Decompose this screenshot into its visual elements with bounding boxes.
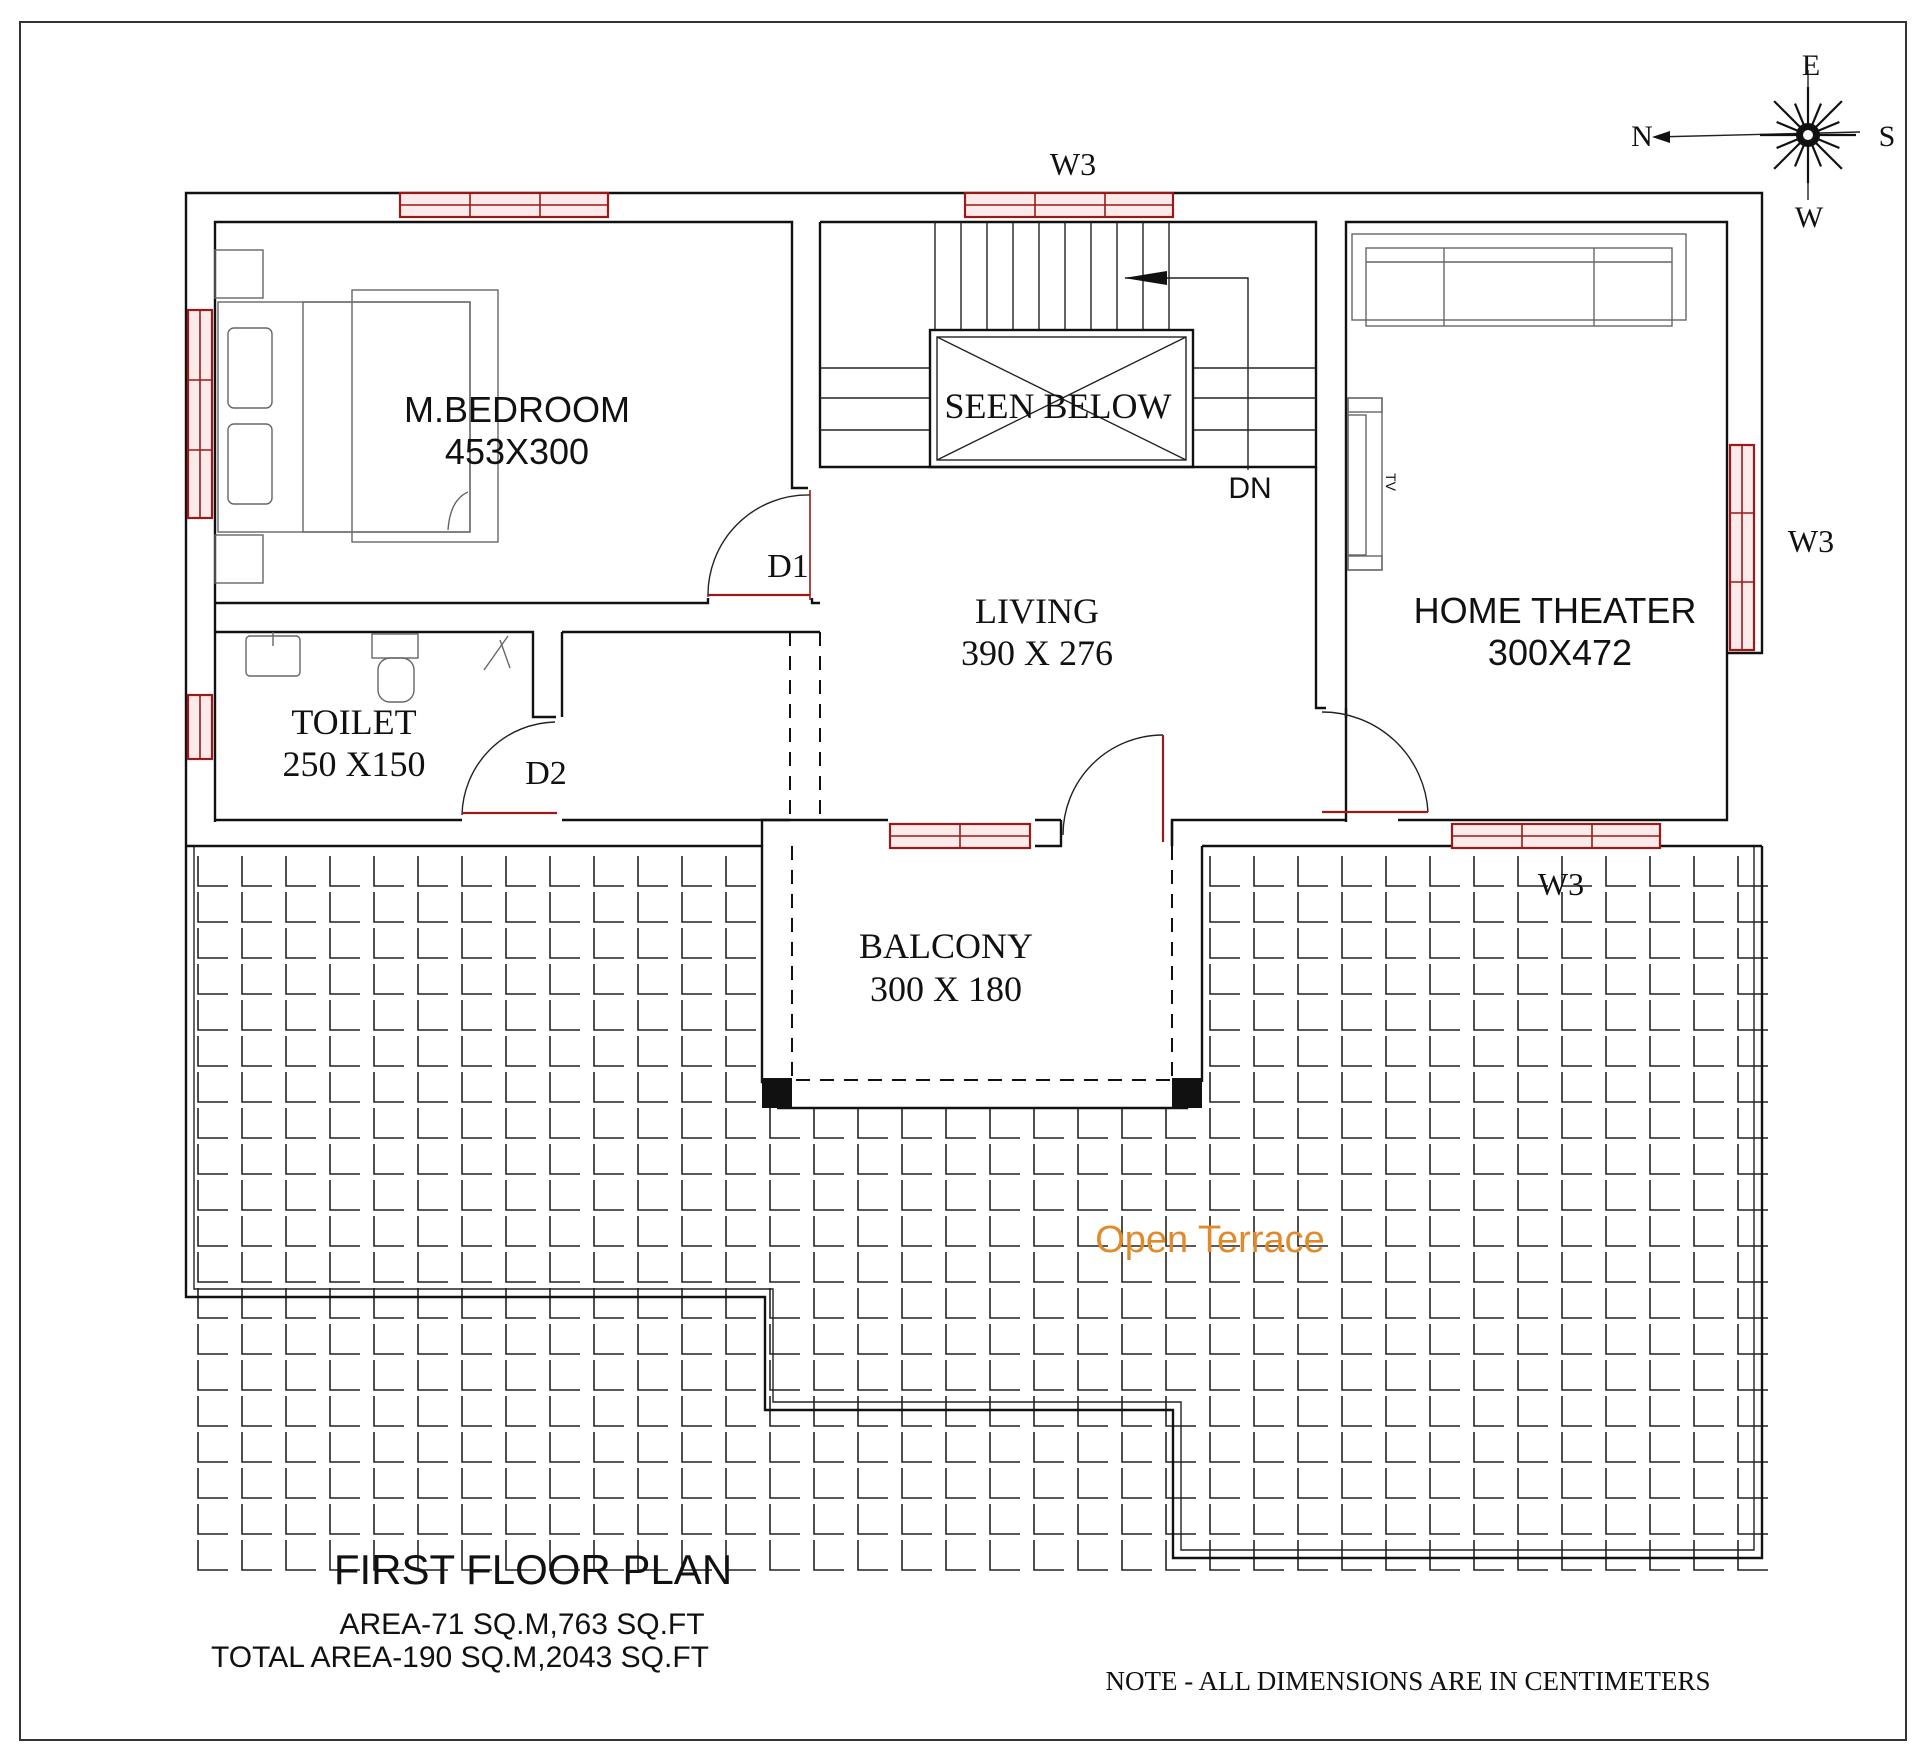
living-size: 390 X 276 [961, 633, 1113, 673]
compass-south-label: S [1879, 120, 1896, 153]
doors [461, 490, 1429, 842]
tv-label: TV [1383, 473, 1399, 492]
balcony-size: 300 X 180 [870, 969, 1022, 1009]
plan-title: FIRST FLOOR PLAN [334, 1546, 732, 1593]
toilet-name: TOILET [291, 702, 416, 742]
theater-furniture [1347, 233, 1687, 571]
staircase [820, 222, 1316, 470]
terrace-label: Open Terrace [1095, 1219, 1325, 1261]
stair-direction-label: DN [1228, 472, 1271, 505]
theater-size: 300X472 [1488, 632, 1632, 673]
window-label-w3-right: W3 [1788, 523, 1834, 559]
bedroom-size: 453X300 [445, 431, 589, 472]
compass-rose [1652, 70, 1861, 200]
outer-walls [184, 191, 1764, 846]
dimensions-note: NOTE - ALL DIMENSIONS ARE IN CENTIMETERS [1106, 1666, 1711, 1696]
compass-west-label: W [1795, 201, 1824, 234]
living-name: LIVING [975, 591, 1099, 631]
interior-walls [186, 598, 1762, 1110]
compass-north-label: N [1631, 120, 1653, 153]
terrace-tile-pattern [197, 856, 1768, 1571]
window-label-w3-bottom: W3 [1538, 866, 1584, 902]
toilet-size: 250 X150 [283, 744, 426, 784]
plan-total-area: TOTAL AREA-190 SQ.M,2043 SQ.FT [211, 1641, 709, 1674]
window-label-w3-top: W3 [1050, 146, 1096, 182]
bedroom-name: M.BEDROOM [404, 389, 630, 430]
stair-void-label: SEEN BELOW [945, 386, 1172, 426]
door-label-d2: D2 [525, 755, 567, 792]
door-label-d1: D1 [767, 548, 809, 585]
windows [186, 191, 1756, 850]
theater-name: HOME THEATER [1414, 590, 1697, 631]
sheet-border [19, 21, 1907, 1741]
toilet-fixtures [245, 632, 511, 703]
balcony-name: BALCONY [859, 926, 1033, 966]
plan-area: AREA-71 SQ.M,763 SQ.FT [339, 1608, 704, 1641]
bed-furniture [214, 249, 499, 584]
terrace-outline [184, 846, 1764, 1560]
compass-east-label: E [1802, 49, 1820, 82]
